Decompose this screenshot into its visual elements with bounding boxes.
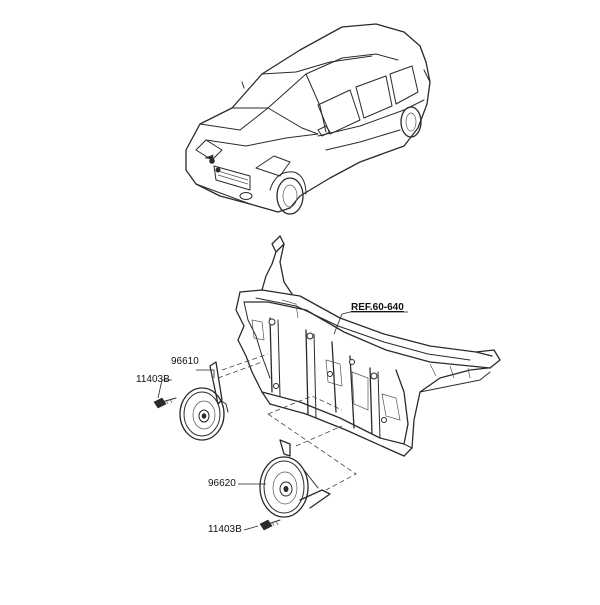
ref-label: REF.60-640 — [351, 302, 404, 313]
bolt-illustration — [153, 397, 177, 409]
part-number-11403b-upper: 11403B — [136, 374, 170, 385]
horn-illustration — [259, 439, 331, 518]
part-number-96620: 96620 — [208, 478, 236, 489]
front-panel-illustration — [235, 235, 501, 457]
part-number-11403b-lower: 11403B — [208, 524, 242, 535]
horn-illustration — [179, 361, 229, 441]
part-number-96610: 96610 — [171, 356, 199, 367]
car-illustration — [185, 23, 431, 215]
bolt-illustration — [259, 519, 281, 531]
